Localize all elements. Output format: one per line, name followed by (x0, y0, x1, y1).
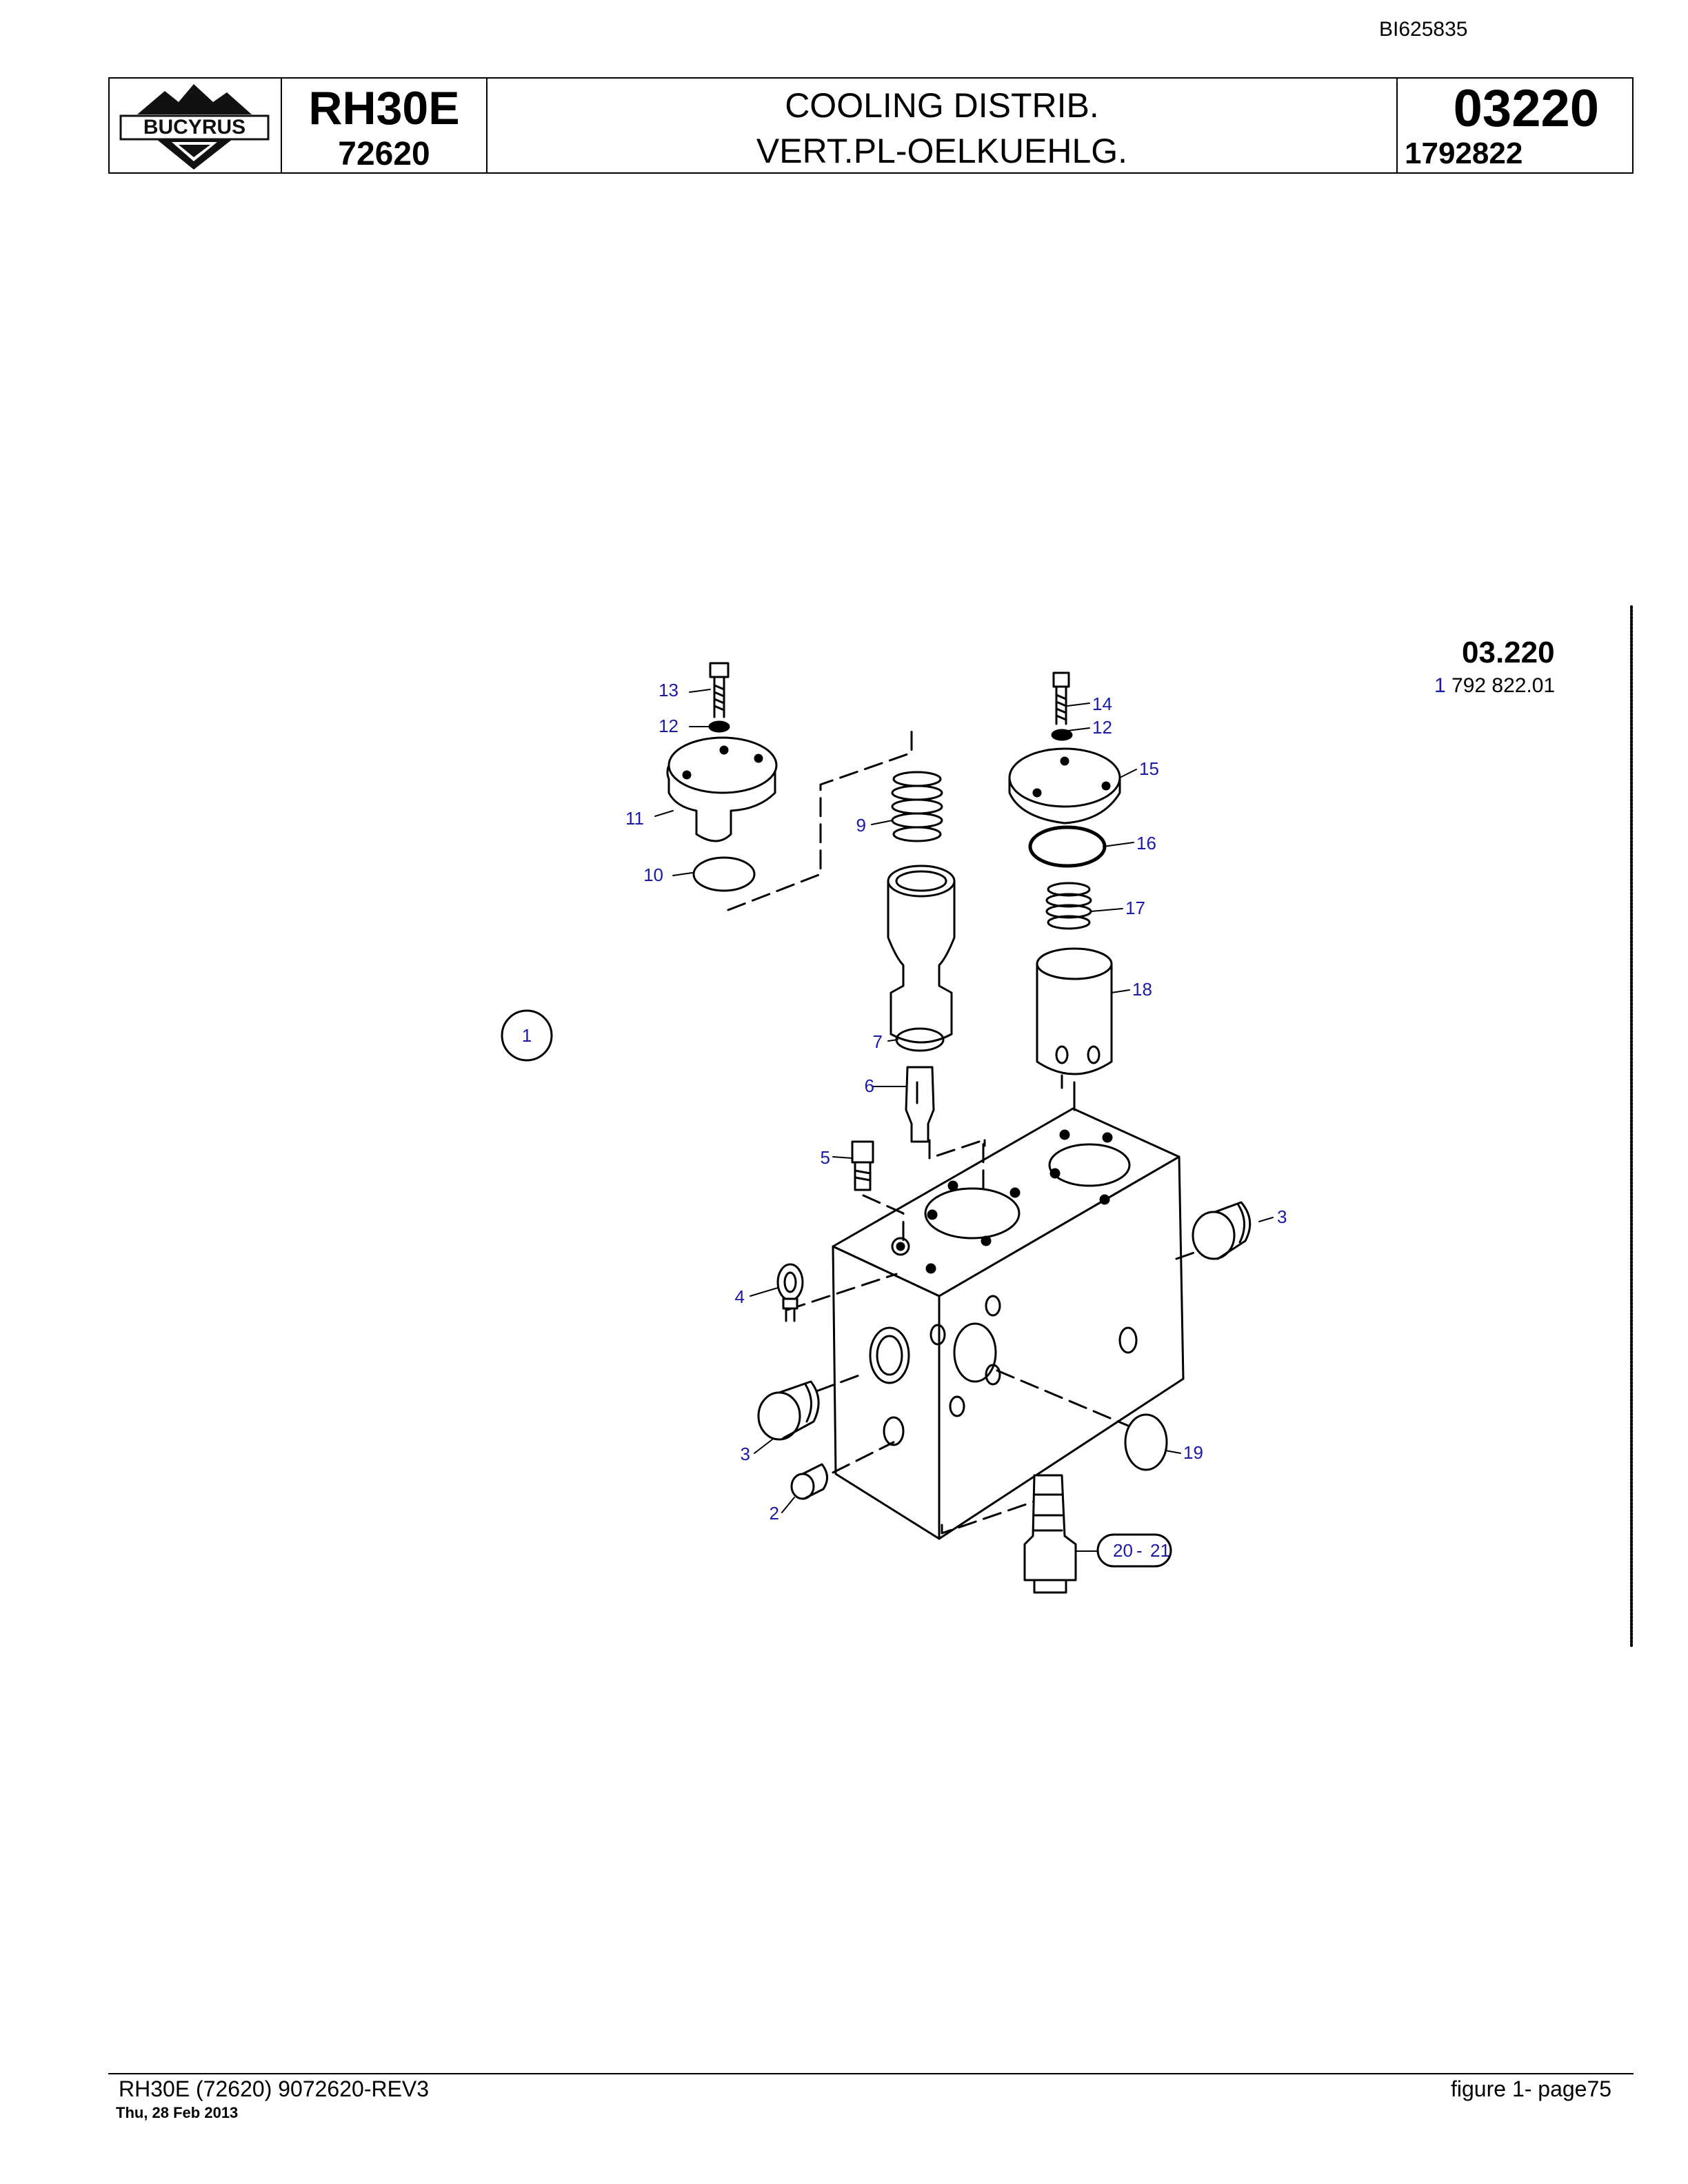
callout-5: 7 (873, 1031, 883, 1052)
eye-bolt-4 (776, 1263, 804, 1322)
spring-9 (891, 771, 943, 842)
callout-12: 12 (1092, 717, 1112, 738)
callout-10: 2 (770, 1503, 779, 1524)
valve-20-21 (1023, 1474, 1077, 1594)
diagram-sub-ref: 1 792 822.01 (1434, 674, 1555, 698)
callout-16: 18 (1132, 979, 1152, 1000)
cap-11 (666, 736, 778, 842)
diagram-section-ref: 03.220 (1462, 636, 1555, 669)
callout-box-20-21 (1096, 1533, 1172, 1568)
sleeve-18 (1036, 947, 1113, 1111)
footer-page-ref: figure 1- page75 (1451, 2076, 1612, 2101)
callout-13: 15 (1139, 758, 1159, 779)
callout-8: 4 (735, 1286, 745, 1307)
plunger-6 (905, 1066, 935, 1143)
section-cell: 03220 1792822 (1398, 79, 1634, 172)
seal-ring-16 (1028, 825, 1107, 868)
assembly-label: 1 (522, 1025, 532, 1046)
model-cell: RH30E 72620 (282, 79, 488, 172)
callout-18: 19 (1183, 1442, 1203, 1463)
callout-0: 13 (659, 680, 679, 700)
bucyrus-logo: BUCYRUS (119, 84, 270, 170)
plug-3-left (757, 1380, 820, 1441)
callout-6: 6 (865, 1075, 874, 1096)
model-code: 72620 (338, 136, 430, 172)
callout-7: 5 (821, 1147, 830, 1168)
bolt-13 (708, 662, 730, 733)
sub-ref-number: 792 822.01 (1451, 674, 1556, 697)
oring-19 (1124, 1413, 1168, 1471)
callout-3: 10 (643, 865, 663, 885)
footer-date: Thu, 28 Feb 2013 (116, 2104, 239, 2121)
callout-21: 21 (1150, 1540, 1170, 1561)
callout-20: - (1136, 1540, 1143, 1561)
sub-ref-prefix: 1 (1434, 674, 1446, 697)
callout-4: 9 (856, 815, 866, 836)
callout-2: 11 (625, 808, 644, 829)
model-name: RH30E (308, 82, 460, 134)
page-title-english: COOLING DISTRIB. (785, 86, 1099, 125)
fitting-5 (851, 1140, 874, 1191)
title-cell: COOLING DISTRIB. VERT.PL-OELKUEHLG. (488, 79, 1398, 172)
plug-3-right (1192, 1201, 1252, 1260)
spring-17 (1045, 882, 1092, 930)
footer-doc-ref: RH30E (72620) 9072620-REV3 (119, 2076, 430, 2101)
distributor-block (832, 1107, 1185, 1540)
part-number: 1792822 (1405, 136, 1523, 170)
plug-2 (790, 1463, 828, 1500)
callout-1: 12 (659, 716, 679, 736)
oring-10 (692, 856, 756, 892)
callout-11: 14 (1092, 694, 1112, 714)
callout-19: 20 (1113, 1540, 1133, 1561)
title-block: BUCYRUS RH30E 72620 COOLING DISTRIB. VER… (108, 77, 1634, 174)
assembly-circle (501, 1009, 553, 1062)
callout-15: 17 (1125, 898, 1145, 918)
section-number: 03220 (1453, 79, 1599, 138)
logo-cell: BUCYRUS (110, 79, 282, 172)
footer-rule (108, 2073, 1634, 2074)
svg-text:BUCYRUS: BUCYRUS (143, 116, 245, 139)
callout-9: 3 (741, 1444, 750, 1464)
sleeve-7 (887, 865, 956, 1044)
document-id: BI625835 (1379, 18, 1468, 41)
callout-14: 16 (1136, 833, 1156, 853)
bolt-14 (1051, 671, 1073, 741)
page-title-german: VERT.PL-OELKUEHLG. (756, 132, 1128, 170)
cover-15 (1008, 747, 1121, 825)
callout-layer: 13 12 11 10 9 7 6 5 4 3 2 14 12 15 16 17 18 3 19 20-21 (625, 680, 1287, 1561)
callout-17: 3 (1277, 1206, 1287, 1227)
